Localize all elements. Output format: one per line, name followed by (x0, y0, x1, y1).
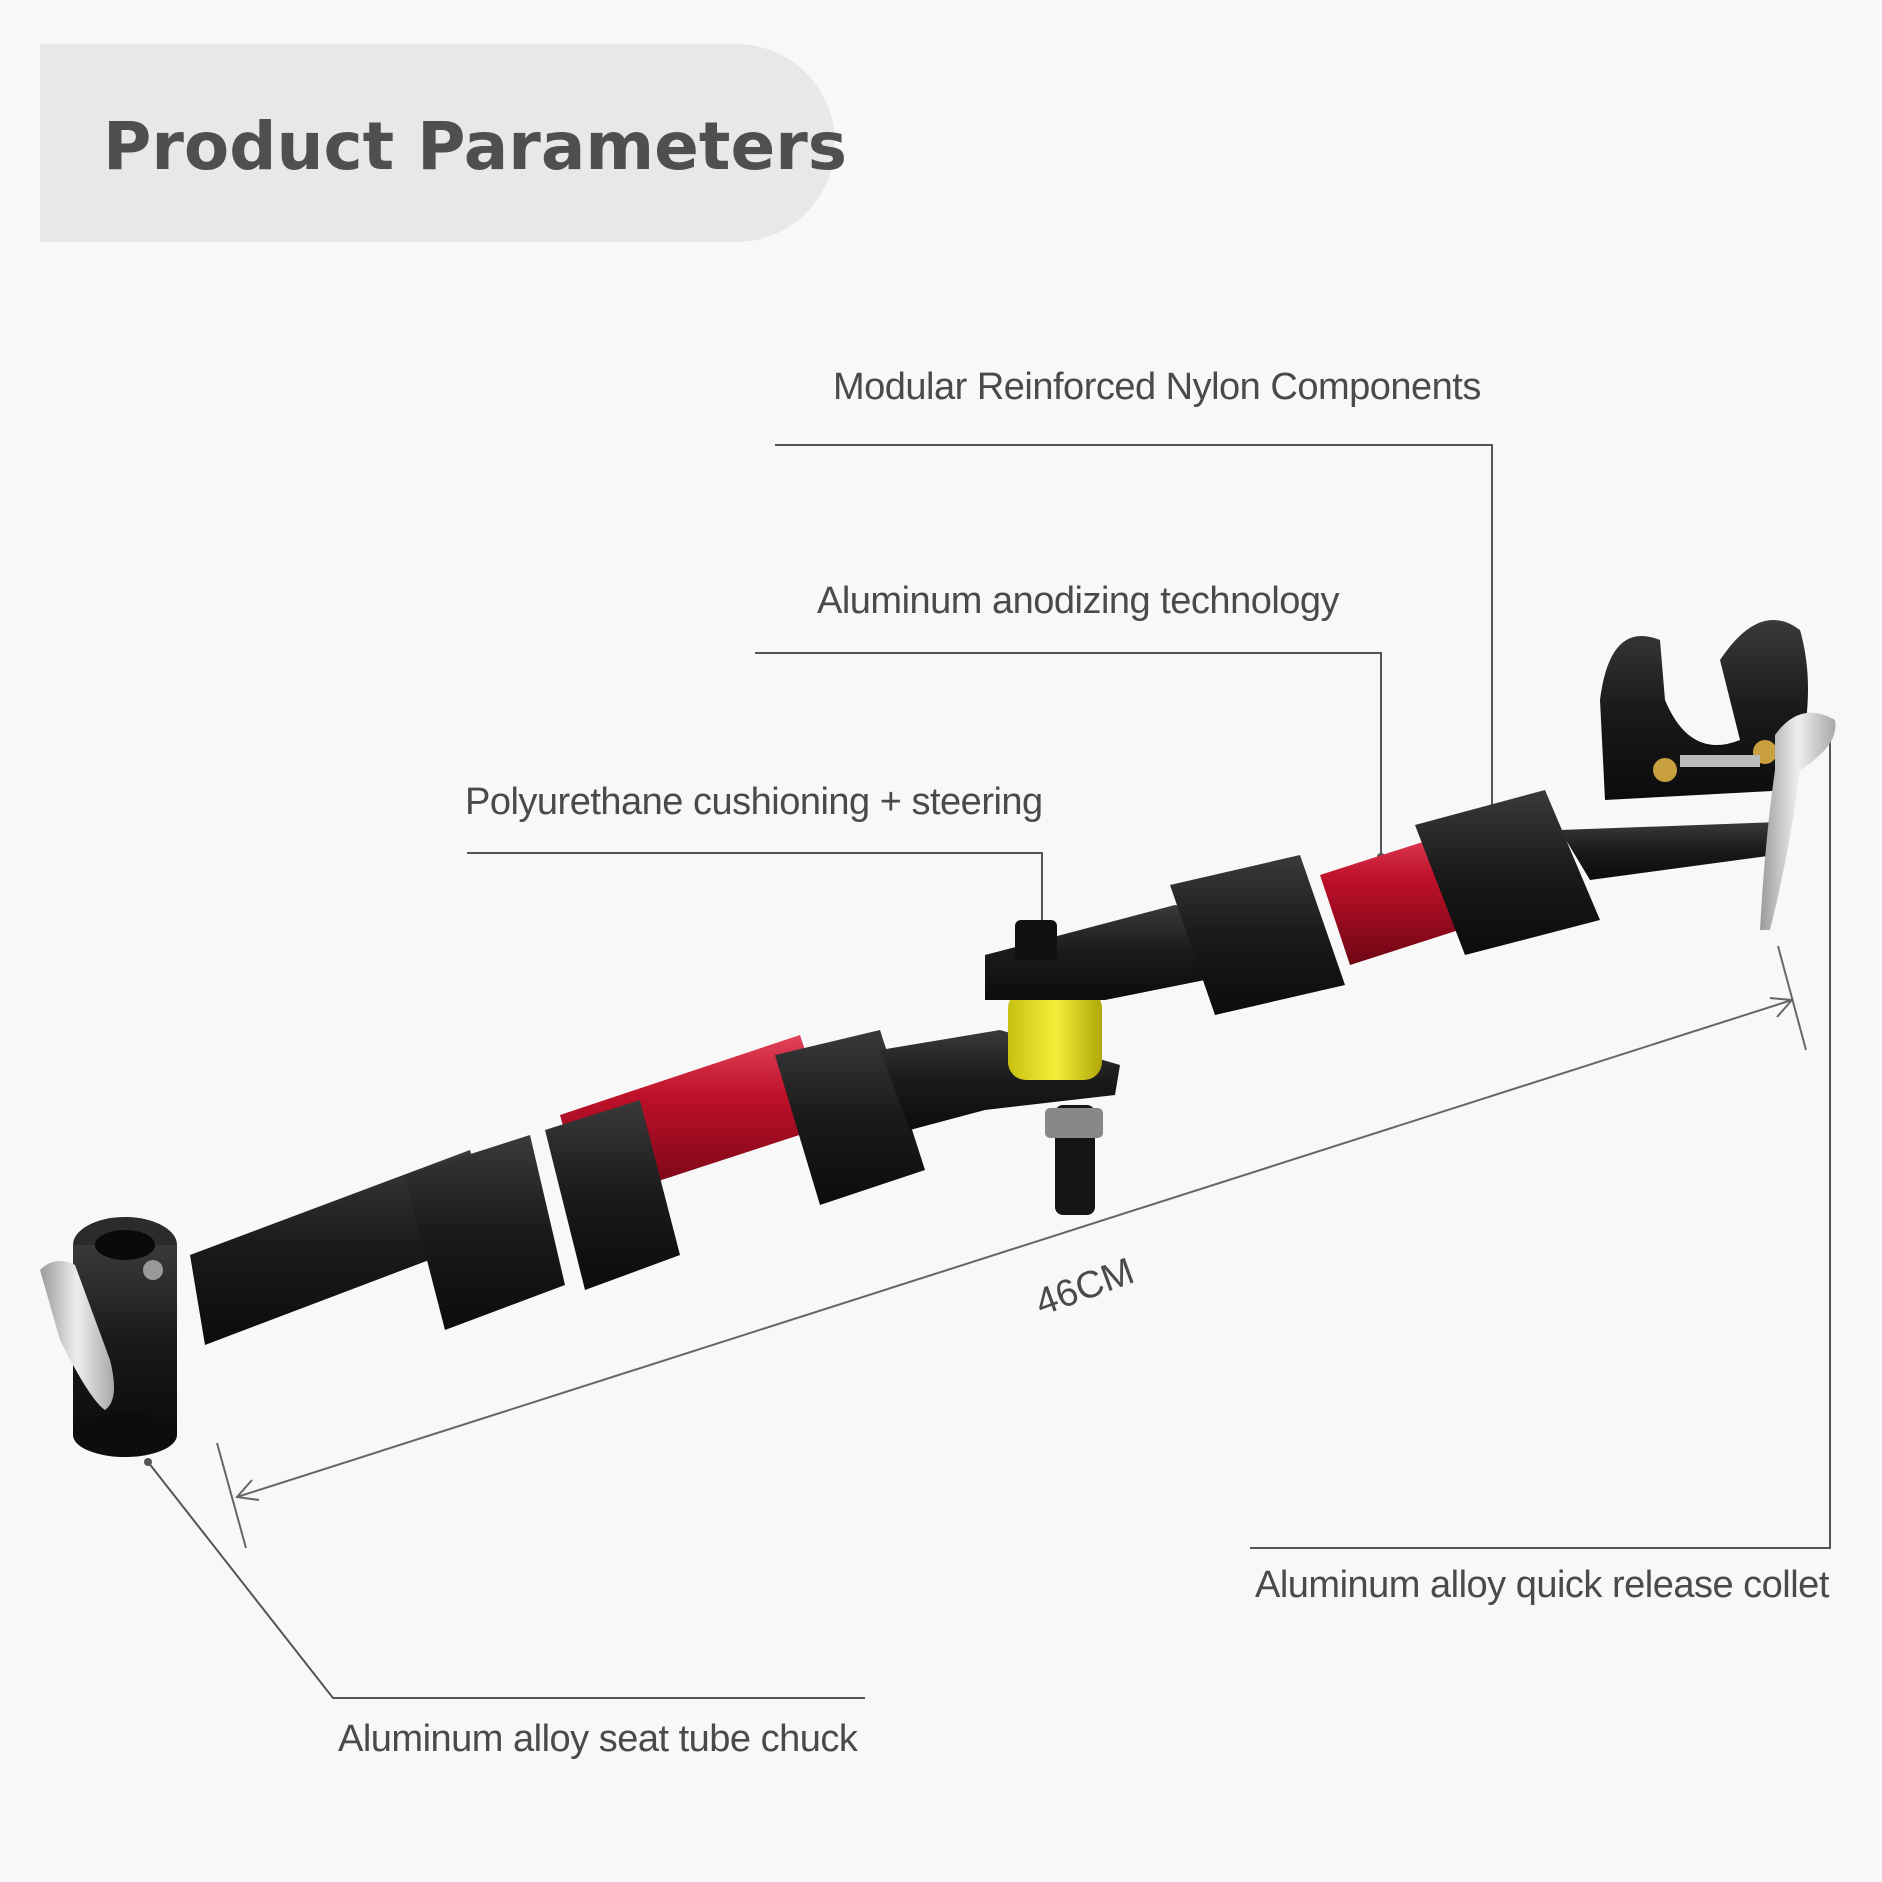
page-title: Product Parameters (103, 108, 848, 185)
quick-release-collet-label: Aluminum alloy quick release collet (1255, 1564, 1829, 1606)
polyurethane-leader (467, 852, 1043, 1050)
product-photo (40, 620, 1836, 1457)
nylon-ring (405, 1030, 925, 1330)
header-banner (40, 44, 835, 242)
anodizing-label: Aluminum anodizing technology (817, 580, 1340, 622)
nylon-components-label: Modular Reinforced Nylon Components (833, 366, 1481, 408)
polyurethane-label: Polyurethane cushioning + steering (465, 781, 1043, 823)
chuck-leader (147, 1461, 865, 1699)
collet-leader (1250, 720, 1831, 1549)
nylon-leader (775, 444, 1493, 815)
dimension-line (216, 945, 1807, 1549)
anodizing-leader (755, 652, 1382, 857)
seat-tube-chuck-label: Aluminum alloy seat tube chuck (338, 1718, 858, 1760)
